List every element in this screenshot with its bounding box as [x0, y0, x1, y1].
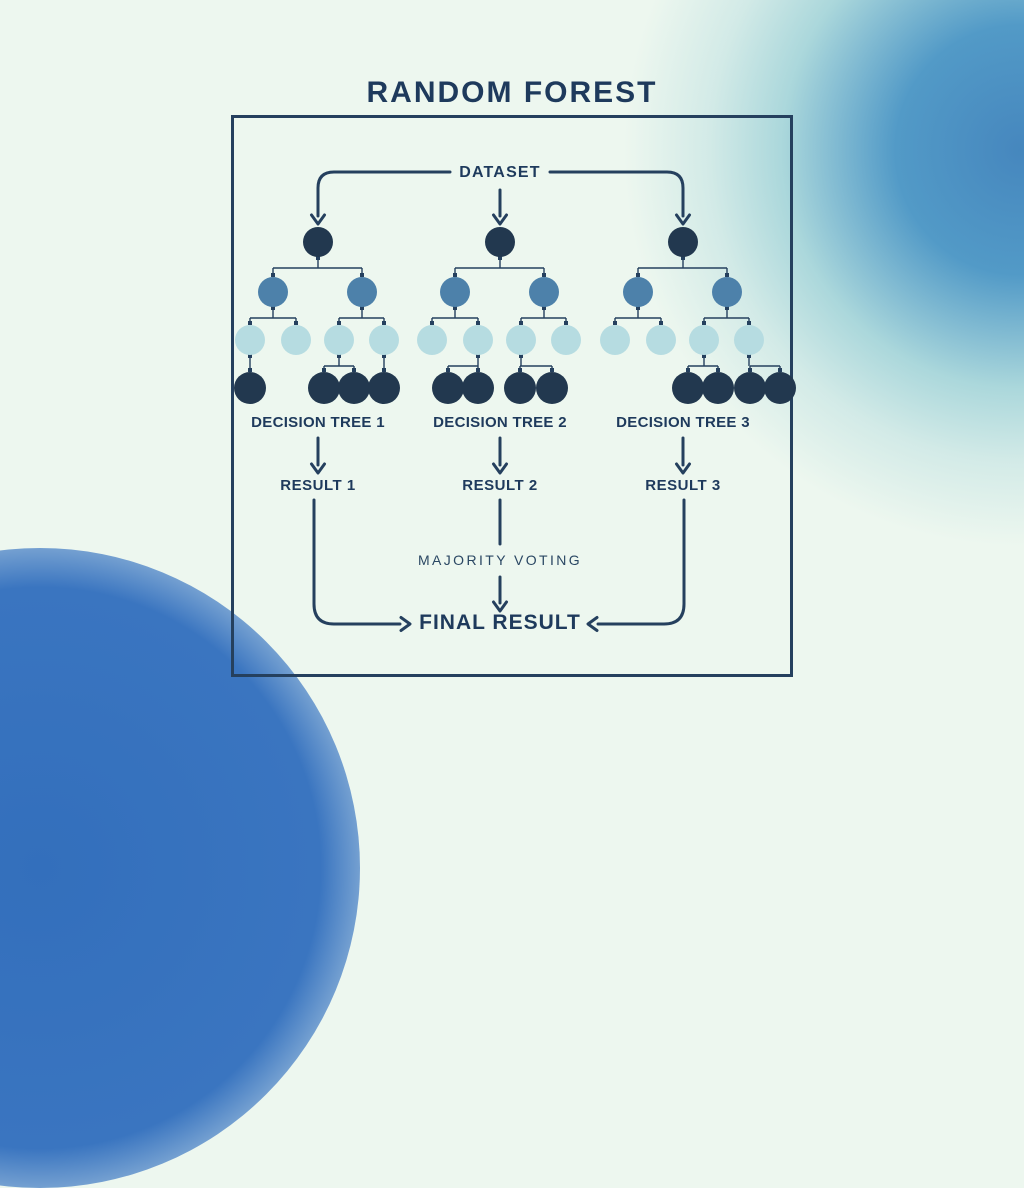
- tree-branch-node: [712, 277, 742, 307]
- connector-terminal: [778, 368, 782, 372]
- result-1-label: RESULT 1: [280, 477, 356, 494]
- connector-terminal: [550, 368, 554, 372]
- dataset-label: DATASET: [459, 164, 541, 181]
- arrow-dataset-to-tree-1: [316, 170, 452, 218]
- arrow-dataset-to-tree-1-head-icon: [310, 213, 326, 226]
- connector-terminal: [382, 354, 386, 358]
- connector-terminal: [316, 256, 320, 260]
- connector-terminal: [613, 321, 617, 325]
- connector-terminal: [519, 321, 523, 325]
- result-2-label: RESULT 2: [462, 477, 538, 494]
- arrow-tree-to-result-head-icon: [310, 462, 326, 475]
- tree-branch-node: [347, 277, 377, 307]
- tree-branch-node: [623, 277, 653, 307]
- connector-terminal: [716, 368, 720, 372]
- tree-leaf-node: [338, 372, 370, 404]
- connector-terminal: [542, 273, 546, 277]
- tree-root-node: [303, 227, 333, 257]
- final-result-label: FINAL RESULT: [419, 611, 581, 634]
- tree-leaf-node: [462, 372, 494, 404]
- tree-subbranch-node: [689, 325, 719, 355]
- arrow-result-1-to-final-head-icon: [399, 616, 412, 632]
- arrow-majority-to-final-head-icon: [492, 600, 508, 613]
- tree-subbranch-node: [281, 325, 311, 355]
- connector-terminal: [248, 354, 252, 358]
- connector-terminal: [248, 368, 252, 372]
- connector-terminal: [352, 368, 356, 372]
- decision-tree-3-label: DECISION TREE 3: [616, 414, 750, 431]
- connector-terminal: [686, 368, 690, 372]
- connector-terminal: [636, 273, 640, 277]
- arrow-dataset-to-tree-2-head-icon: [492, 213, 508, 226]
- tree-leaf-node: [536, 372, 568, 404]
- connector-terminal: [430, 321, 434, 325]
- connector-terminal: [564, 321, 568, 325]
- tree-subbranch-node: [600, 325, 630, 355]
- tree-subbranch-node: [734, 325, 764, 355]
- connector-terminal: [519, 354, 523, 358]
- arrow-result-3-to-final-head-icon: [586, 616, 599, 632]
- arrow-dataset-to-tree-3: [548, 170, 685, 218]
- tree-subbranch-node: [646, 325, 676, 355]
- connector-terminal: [271, 306, 275, 310]
- tree-leaf-node: [672, 372, 704, 404]
- random-forest-diagram: [234, 170, 796, 632]
- connector-terminal: [725, 273, 729, 277]
- connector-terminal: [337, 321, 341, 325]
- tree-leaf-node: [432, 372, 464, 404]
- connector-terminal: [271, 273, 275, 277]
- connector-terminal: [337, 354, 341, 358]
- tree-leaf-node: [308, 372, 340, 404]
- connector-terminal: [476, 321, 480, 325]
- tree-leaf-node: [764, 372, 796, 404]
- majority-voting-label: MAJORITY VOTING: [417, 552, 583, 568]
- connector-terminal: [453, 306, 457, 310]
- tree-subbranch-node: [551, 325, 581, 355]
- decision-tree-2-label: DECISION TREE 2: [433, 414, 567, 431]
- tree-subbranch-node: [235, 325, 265, 355]
- connector-terminal: [542, 306, 546, 310]
- connector-terminal: [518, 368, 522, 372]
- connector-terminal: [360, 273, 364, 277]
- tree-leaf-node: [734, 372, 766, 404]
- tree-subbranch-node: [324, 325, 354, 355]
- tree-branch-node: [529, 277, 559, 307]
- result-3-label: RESULT 3: [645, 477, 721, 494]
- decision-tree-1-label: DECISION TREE 1: [251, 414, 385, 431]
- tree-leaf-node: [504, 372, 536, 404]
- tree-root-node: [485, 227, 515, 257]
- arrow-result-1-to-final: [312, 498, 402, 626]
- tree-leaf-node: [702, 372, 734, 404]
- connector-terminal: [382, 321, 386, 325]
- arrow-tree-to-result-head-icon: [492, 462, 508, 475]
- tree-subbranch-node: [463, 325, 493, 355]
- connector-terminal: [248, 321, 252, 325]
- connector-terminal: [659, 321, 663, 325]
- tree-leaf-node: [234, 372, 266, 404]
- arrow-result-3-to-final: [596, 498, 686, 626]
- tree-leaf-node: [368, 372, 400, 404]
- connector-terminal: [294, 321, 298, 325]
- tree-subbranch-node: [369, 325, 399, 355]
- connector-terminal: [702, 321, 706, 325]
- connector-terminal: [747, 321, 751, 325]
- connector-terminal: [748, 368, 752, 372]
- tree-subbranch-node: [417, 325, 447, 355]
- connector-terminal: [476, 354, 480, 358]
- connector-terminal: [453, 273, 457, 277]
- tree-root-node: [668, 227, 698, 257]
- connector-terminal: [476, 368, 480, 372]
- connector-terminal: [322, 368, 326, 372]
- tree-subbranch-node: [506, 325, 536, 355]
- connector-terminal: [360, 306, 364, 310]
- connector-terminal: [498, 256, 502, 260]
- connector-terminal: [382, 368, 386, 372]
- connector-terminal: [446, 368, 450, 372]
- tree-branch-node: [258, 277, 288, 307]
- tree-branch-node: [440, 277, 470, 307]
- page-title: RANDOM FOREST: [366, 76, 658, 109]
